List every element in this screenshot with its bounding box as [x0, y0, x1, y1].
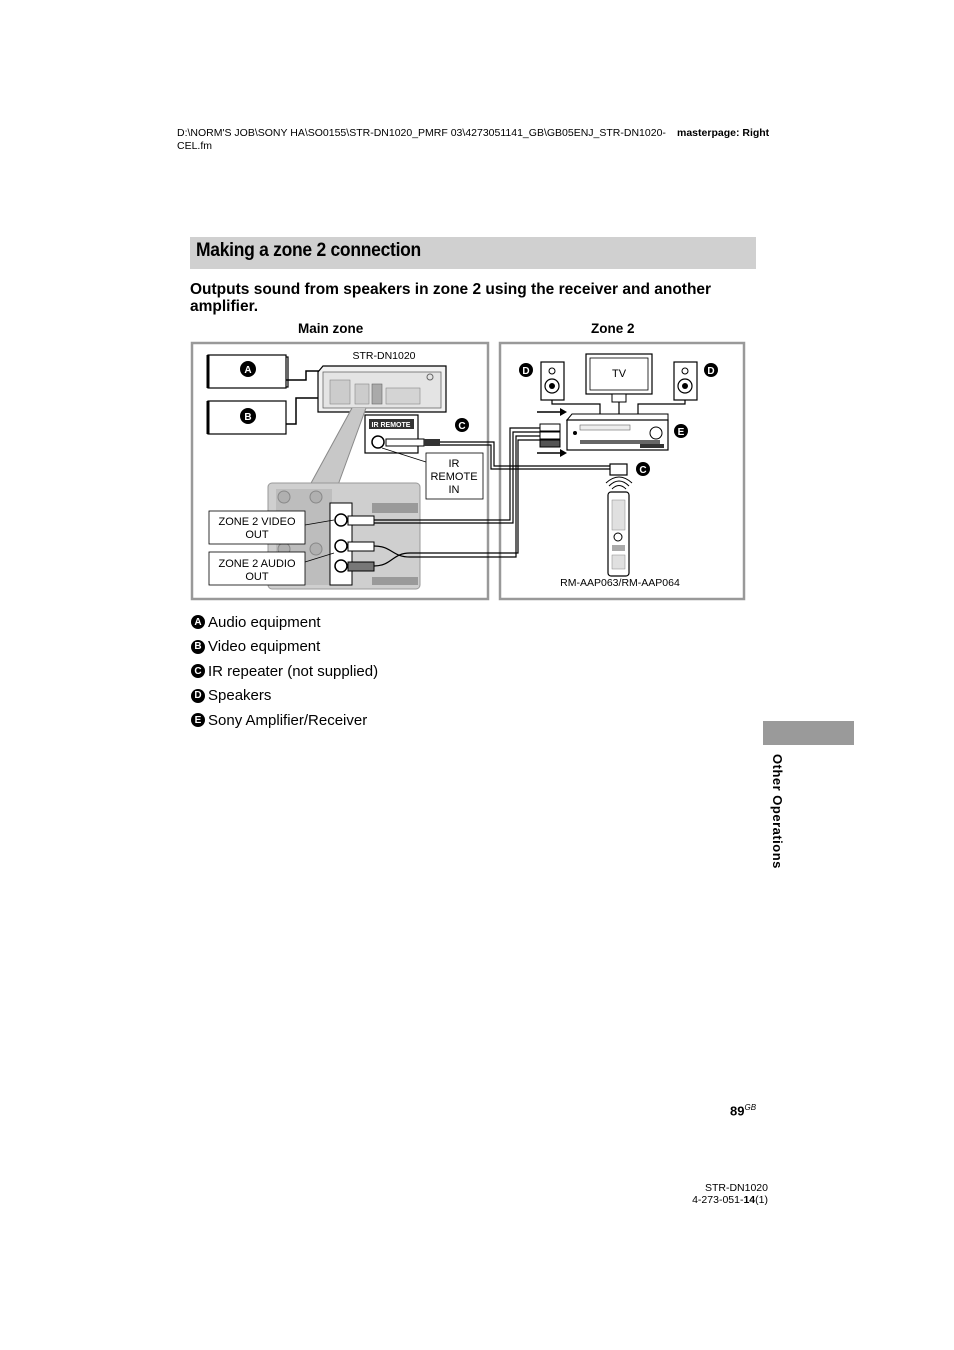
audio-cable: [286, 370, 322, 381]
zone2-audio-line1: ZONE 2 AUDIO: [218, 558, 295, 570]
badge-b-icon: [240, 408, 256, 424]
side-tab-label: Other Operations: [770, 754, 785, 869]
page-number-suffix: GB: [744, 1103, 757, 1112]
badge-a-letter: A: [244, 365, 251, 376]
badge-d-left-letter: D: [522, 366, 529, 377]
legend-item-amplifier: E Sony Amplifier/Receiver: [191, 708, 378, 733]
section-title: Making a zone 2 connection: [196, 240, 421, 261]
zone2-video-line1: ZONE 2 VIDEO: [218, 516, 295, 528]
ir-in-callout: [425, 452, 484, 500]
badge-c-zone2-icon: [636, 462, 650, 476]
page-number: 89GB: [730, 1103, 756, 1118]
legend-text: Video equipment: [208, 638, 321, 656]
badge-a-legend-icon: A: [191, 615, 205, 630]
zone2-signal-arrows: [537, 408, 567, 457]
receiver-model-label: STR-DN1020: [352, 350, 415, 362]
badge-c-legend-icon: C: [191, 664, 205, 679]
masterpage-label: masterpage: Right: [677, 127, 770, 139]
badge-c-zone2-letter: C: [639, 465, 646, 476]
ir-in-line1: IR: [449, 458, 460, 470]
tv-label: TV: [612, 368, 627, 380]
footer-code: STR-DN1020 4-273-051-14(1): [640, 1182, 768, 1206]
footer-code-suffix: (1): [755, 1194, 768, 1206]
zone2-audio-callout: [208, 551, 306, 586]
badge-b-legend-icon: B: [191, 639, 205, 654]
legend-item-ir-repeater: C IR repeater (not supplied): [191, 659, 378, 684]
zone2-frame: [498, 341, 746, 601]
zone2-audio-line2: OUT: [245, 571, 269, 583]
ir-repeater-sensor: [609, 463, 628, 476]
legend-list: A Audio equipment B Video equipment C IR…: [191, 610, 378, 733]
ir-in-line2: REMOTE: [430, 471, 477, 483]
video-equipment-box: [206, 400, 287, 435]
footer-model: STR-DN1020: [704, 1182, 768, 1194]
badge-d-right-icon: [704, 363, 718, 377]
badge-c-main-letter: C: [458, 421, 465, 432]
legend-item-video: B Video equipment: [191, 635, 378, 660]
side-tab-marker: [763, 721, 854, 745]
legend-text: Sony Amplifier/Receiver: [208, 711, 368, 729]
ir-remote-jack-label: IR REMOTE: [372, 422, 411, 429]
badge-c-main-icon: [455, 418, 469, 432]
badge-a-icon: [240, 361, 256, 377]
page-number-value: 89: [730, 1103, 745, 1119]
receiver-rear-panel: [317, 365, 447, 413]
legend-text: Speakers: [208, 687, 272, 705]
zoom-ray: [310, 408, 366, 485]
remote-control: [607, 491, 630, 577]
zone2-amplifier: [565, 413, 669, 451]
badge-d-left-icon: [519, 363, 533, 377]
badge-e-legend-icon: E: [191, 713, 205, 728]
zone2-video-line2: OUT: [245, 529, 269, 541]
main-zone-caption: Main zone: [298, 321, 364, 336]
ir-remote-jack: IR REMOTE: [364, 414, 440, 454]
badge-e-letter: E: [678, 427, 685, 438]
remote-model-label: RM-AAP063/RM-AAP064: [560, 577, 680, 589]
file-path-header: D:\NORM'S JOB\SONY HA\SO0155\STR-DN1020_…: [177, 127, 666, 152]
zone2-cables: [373, 427, 610, 567]
badge-b-letter: B: [244, 412, 251, 423]
ir-in-line3: IN: [449, 484, 460, 496]
zone2-video-callout: [208, 510, 306, 545]
badge-d-right-letter: D: [707, 366, 714, 377]
legend-item-speakers: D Speakers: [191, 684, 378, 709]
legend-text: Audio equipment: [208, 613, 321, 631]
zone2-cable-plugs: [539, 423, 561, 448]
speaker-left: [540, 361, 565, 401]
section-title-band: [190, 237, 756, 269]
legend-text: IR repeater (not supplied): [208, 662, 379, 680]
footer-code-bold: 14: [743, 1194, 756, 1206]
footer-code-prefix: 4-273-051-: [692, 1194, 744, 1206]
zone2-caption: Zone 2: [591, 321, 635, 336]
ir-signal-waves: [605, 476, 633, 490]
lead-paragraph: Outputs sound from speakers in zone 2 us…: [190, 281, 712, 315]
tv-set: [585, 353, 653, 403]
badge-e-icon: [674, 424, 688, 438]
footer-part-number: 4-273-051-14(1): [640, 1194, 768, 1206]
legend-item-audio: A Audio equipment: [191, 610, 378, 635]
video-cable: [286, 397, 322, 425]
main-zone-frame: [190, 341, 490, 601]
speaker-right: [673, 361, 698, 401]
badge-d-legend-icon: D: [191, 688, 205, 703]
